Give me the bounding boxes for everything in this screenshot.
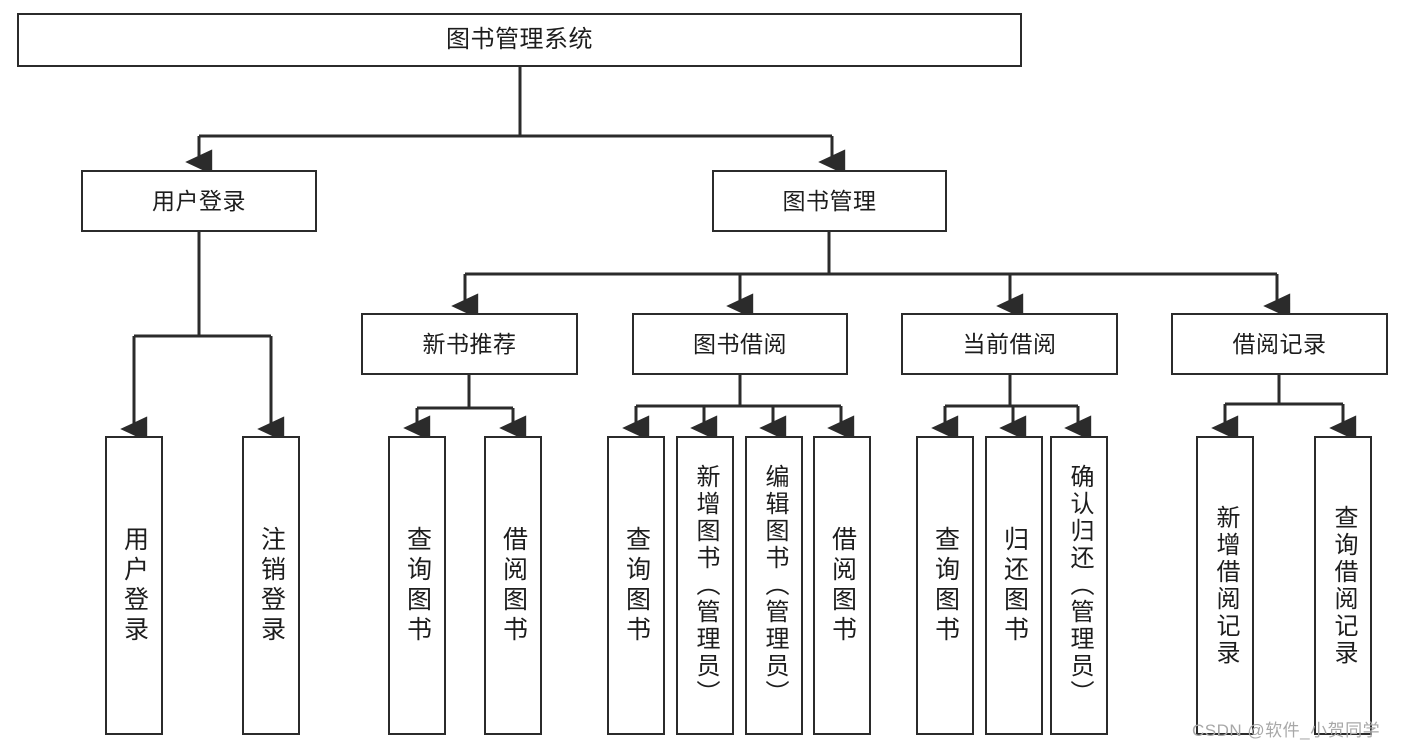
node-label: 图书管理系统 [446,26,593,54]
node-label: 图书管理 [782,187,877,214]
leaf-borrow-query-book[interactable]: 查询图书 [607,436,665,735]
leaf-user-login[interactable]: 用户登录 [105,436,163,735]
csdn-watermark: CSDN @软件_小贺同学 [1192,721,1381,740]
node-label: 确认归还（管理员） [1066,464,1093,707]
node-label: 借阅图书 [499,525,528,646]
leaf-borrow-edit-book-admin[interactable]: 编辑图书（管理员） [745,436,803,735]
node-label: 图书借阅 [693,330,787,357]
node-borrow-record[interactable]: 借阅记录 [1171,313,1388,375]
node-label: 新增借阅记录 [1212,504,1239,667]
node-label: 借阅记录 [1232,330,1327,357]
leaf-current-query-book[interactable]: 查询图书 [916,436,974,735]
node-new-book-recommend[interactable]: 新书推荐 [361,313,578,375]
node-label: 新书推荐 [422,330,517,357]
node-label: 借阅图书 [828,525,857,646]
node-label: 用户登录 [120,525,149,646]
node-label: 当前借阅 [962,330,1057,357]
leaf-record-add-borrow-record[interactable]: 新增借阅记录 [1196,436,1254,735]
leaf-current-confirm-return-admin[interactable]: 确认归还（管理员） [1050,436,1108,735]
leaf-user-logout[interactable]: 注销登录 [242,436,300,735]
node-book-management[interactable]: 图书管理 [712,170,947,232]
node-label: 查询图书 [931,525,960,646]
leaf-record-query-borrow-record[interactable]: 查询借阅记录 [1314,436,1372,735]
node-user-login[interactable]: 用户登录 [81,170,317,232]
leaf-recommend-borrow-book[interactable]: 借阅图书 [484,436,542,735]
node-label: 归还图书 [1000,525,1029,646]
node-current-borrow[interactable]: 当前借阅 [901,313,1118,375]
leaf-borrow-borrow-book[interactable]: 借阅图书 [813,436,871,735]
node-label: 查询图书 [403,525,432,646]
leaf-current-return-book[interactable]: 归还图书 [985,436,1043,735]
node-label: 新增图书（管理员） [692,464,719,707]
node-label: 编辑图书（管理员） [761,464,788,707]
node-label: 查询图书 [622,525,651,646]
node-root-book-management-system[interactable]: 图书管理系统 [17,13,1022,67]
leaf-recommend-query-book[interactable]: 查询图书 [388,436,446,735]
node-label: 查询借阅记录 [1330,504,1357,667]
node-label: 注销登录 [257,525,286,646]
leaf-borrow-add-book-admin[interactable]: 新增图书（管理员） [676,436,734,735]
node-label: 用户登录 [152,187,246,214]
node-book-borrow[interactable]: 图书借阅 [632,313,848,375]
